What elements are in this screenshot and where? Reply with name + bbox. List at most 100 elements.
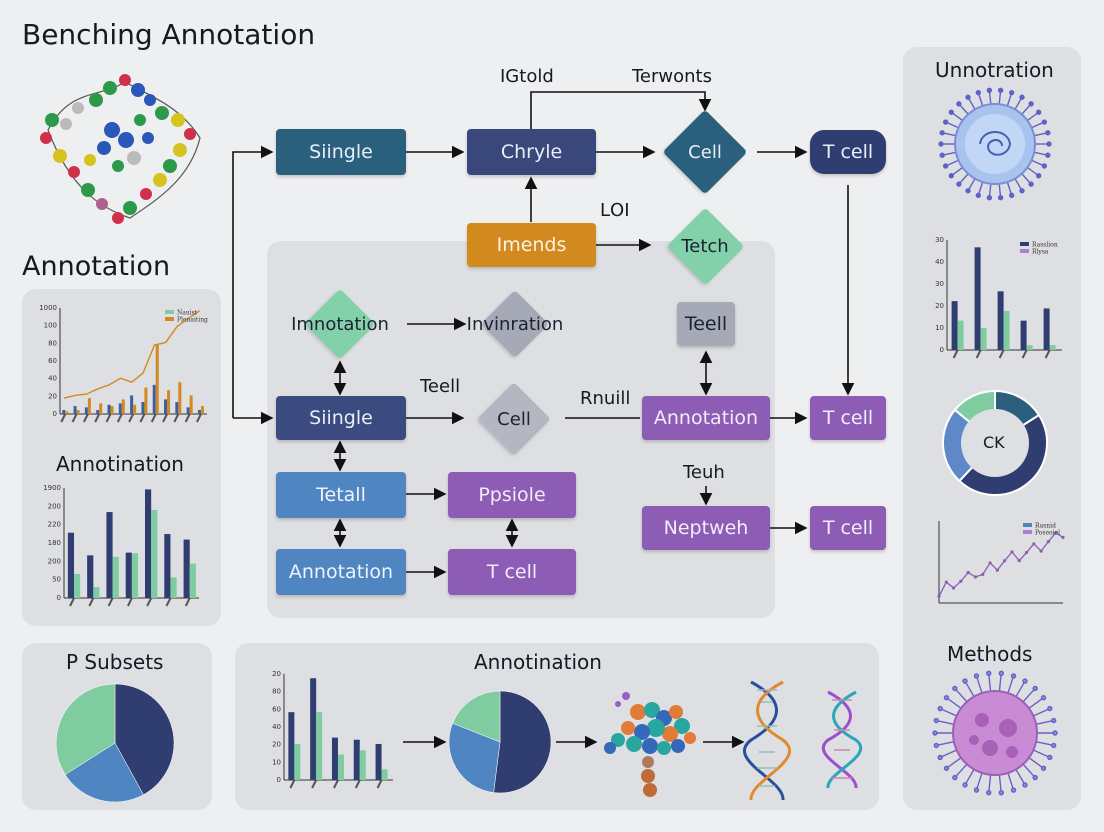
flow-node-single-top[interactable]: Siingle	[276, 129, 406, 175]
line-point	[1010, 550, 1014, 554]
flow-node-t-cell-top[interactable]: T cell	[810, 130, 886, 174]
flow-node-chryle[interactable]: Chryle	[467, 129, 596, 175]
legend-swatch	[1023, 530, 1032, 534]
y-tick-label: 220	[48, 521, 61, 529]
bar-series-2	[112, 556, 119, 598]
y-tick-label: 30	[935, 236, 944, 244]
x-tick-mark	[94, 413, 101, 423]
virus-spike-tip	[952, 774, 958, 781]
virus-spike-tip	[942, 163, 949, 169]
flow-node-tetall[interactable]: Tetall	[276, 472, 406, 518]
virus-spike-tip	[986, 87, 993, 93]
flow-node-t-cell-mid[interactable]: T cell	[810, 396, 886, 440]
line-point	[995, 568, 999, 572]
bar-series-1	[310, 678, 317, 780]
virus-spike	[939, 748, 959, 759]
flow-node-teell-box[interactable]: Teell	[677, 302, 735, 346]
virus-spike-tip	[998, 670, 1004, 677]
flow-node-annotation-mid[interactable]: Annotation	[642, 396, 770, 440]
x-tick-mark	[116, 413, 123, 423]
virus-spike	[954, 762, 969, 779]
flow-node-ppsiole[interactable]: Ppsiole	[448, 472, 576, 518]
virus-spike	[1014, 680, 1026, 699]
line-series	[938, 532, 1064, 597]
pie-slice	[55, 683, 116, 775]
virus-spike	[1021, 762, 1036, 779]
flow-node-neptweh[interactable]: Neptweh	[642, 506, 770, 550]
flow-node-t-cell-right[interactable]: T cell	[810, 506, 886, 550]
bar-series-2	[980, 328, 987, 350]
virus-spike	[988, 772, 992, 793]
virus-spike-tip	[1028, 101, 1034, 107]
bar-series-2	[316, 712, 323, 780]
flow-node-single-mid[interactable]: Siingle	[276, 396, 406, 440]
virus-spike-tip	[1008, 89, 1015, 96]
line-point	[966, 570, 970, 575]
bar-series-1	[353, 739, 360, 780]
virus-spike-tip	[1040, 765, 1047, 771]
bar-series-1	[1043, 308, 1050, 350]
virus-spike	[988, 673, 992, 694]
bar-series-2	[74, 573, 81, 598]
virus-spike-tip	[1050, 717, 1057, 724]
flow-diamond-cell-mid[interactable]: Cell	[466, 382, 562, 456]
bar-series-2	[1026, 345, 1033, 350]
virus-spike-tip	[1022, 782, 1028, 788]
flow-diamond-tetch[interactable]: Tetch	[655, 207, 755, 285]
y-tick-label: 60	[272, 705, 281, 713]
line-point	[973, 575, 978, 579]
flow-node-t-cell-low[interactable]: T cell	[448, 549, 576, 595]
y-tick-label: 40	[935, 258, 944, 266]
bottom-pie-chart	[448, 690, 552, 794]
annotation-heading: Annotation	[22, 251, 171, 282]
molecule-illustration	[40, 74, 201, 224]
bar-series-2	[294, 743, 301, 780]
bar-series-1	[84, 407, 88, 414]
bar-series-1	[67, 532, 75, 598]
bar-series-2	[110, 406, 114, 414]
virus-spike-tip	[986, 195, 993, 201]
y-tick-label: 40	[48, 375, 57, 383]
flow-diamond-imnotation-label: Imnotation	[291, 313, 389, 335]
virus-spike-tip	[1047, 705, 1053, 712]
x-tick-mark	[139, 413, 146, 423]
virus-spike-tip	[1050, 742, 1057, 749]
virus-spike-tip	[1040, 695, 1047, 701]
flow-diamond-invinration[interactable]: Invinration	[467, 290, 563, 358]
donut-center-label: CK	[983, 433, 1005, 452]
pie-slice	[493, 690, 552, 794]
bar-series-2	[1049, 345, 1056, 350]
virus-spike-tip	[1041, 119, 1048, 125]
pie-slice	[452, 690, 501, 743]
x-tick-mark	[975, 349, 982, 359]
flow-diamond-imnotation[interactable]: Imnotation	[291, 288, 389, 360]
bar-series-1	[87, 555, 94, 598]
bar-series-2	[170, 577, 177, 598]
virus-spike-tip	[1047, 754, 1053, 761]
virus-spike-tip	[997, 87, 1004, 93]
flow-node-annotation-low[interactable]: Annotation	[276, 549, 406, 595]
virus-spike-tip	[933, 742, 940, 749]
virus-spike-tip	[973, 787, 980, 793]
bar-series-2	[133, 404, 137, 414]
x-tick-mark	[71, 413, 78, 423]
virus-spike-tip	[1032, 774, 1038, 781]
x-tick-mark	[105, 413, 112, 423]
bar-series-1	[1020, 320, 1027, 350]
bottom-annotination-title: Annotination	[474, 650, 602, 674]
virus-spike	[975, 675, 984, 696]
bar-series-2	[155, 345, 159, 414]
x-tick-mark	[60, 413, 67, 423]
y-tick-label: 0	[57, 594, 61, 602]
flow-node-imends[interactable]: Imends	[467, 223, 596, 267]
y-tick-label: 30	[935, 280, 944, 288]
y-tick-label: 200	[48, 557, 61, 565]
virus-spike-tip	[943, 765, 950, 771]
virus-spike-tip	[973, 673, 980, 679]
virus-spike-tip	[1010, 787, 1017, 793]
bar-series-2	[93, 587, 100, 598]
flow-diamond-cell-top[interactable]: Cell	[655, 109, 755, 195]
